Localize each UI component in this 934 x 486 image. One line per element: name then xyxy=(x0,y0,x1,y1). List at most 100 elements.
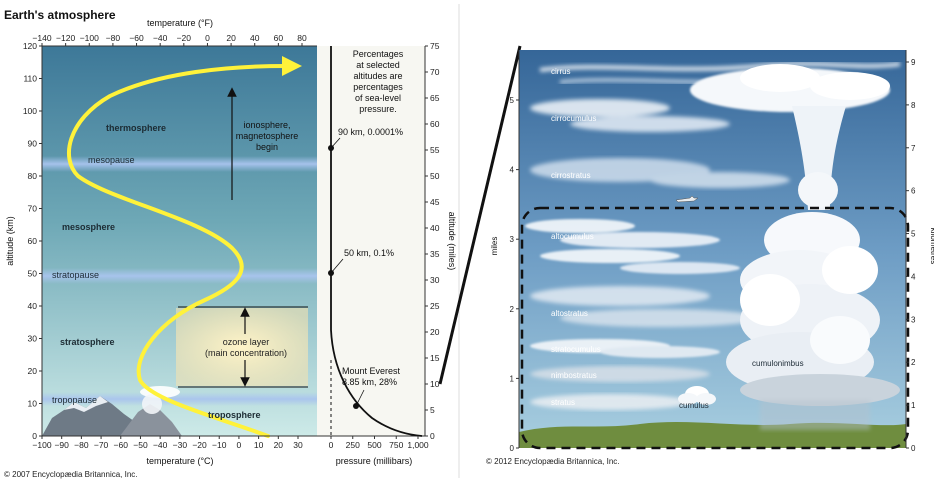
altitude-miles-tick-label: 20 xyxy=(430,327,440,337)
ozone-region xyxy=(176,308,308,386)
ionosphere-label-2: magnetosphere xyxy=(236,131,299,141)
altitude-km-tick-label: 110 xyxy=(23,74,37,84)
altocumulus-cloud xyxy=(525,219,740,274)
altitude-miles-tick-label: 50 xyxy=(430,171,440,181)
cloud-right-axis-title: kilometres xyxy=(929,228,934,264)
altitude-miles-tick-label: 5 xyxy=(430,405,435,415)
altitude-miles-tick-label: 45 xyxy=(430,197,440,207)
cirrostratus-cloud xyxy=(530,158,790,188)
pressure-90-leader xyxy=(330,137,341,149)
altitude-miles-tick-label: 65 xyxy=(430,93,440,103)
pressure-tick-label: 0 xyxy=(329,440,334,450)
altitude-km-tick-label: 0 xyxy=(32,431,37,441)
altitude-km-tick-label: 120 xyxy=(23,41,37,51)
altitude-km-tick-label: 80 xyxy=(28,171,38,181)
pressure-panel xyxy=(317,46,425,436)
temperature-f-tick-label: −60 xyxy=(129,33,144,43)
ionosphere-label-3: begin xyxy=(256,142,278,152)
altitude-miles-tick-label: 40 xyxy=(430,223,440,233)
cloud-left-axis-title: miles xyxy=(490,237,499,256)
top-axis-title: temperature (°F) xyxy=(147,18,213,28)
percent-note-2: at selected xyxy=(356,60,400,70)
atmosphere-diagram: Earth's atmosphere ozone layer (main con… xyxy=(4,8,457,479)
cloud-km-tick-label: 9 xyxy=(911,58,916,67)
cloud-km-tick-label: 3 xyxy=(911,315,916,324)
altitude-km-tick-label: 100 xyxy=(23,106,37,116)
thermosphere-label: thermosphere xyxy=(106,123,166,133)
temperature-f-tick-label: −140 xyxy=(32,33,51,43)
temperature-c-tick-label: 20 xyxy=(274,440,284,450)
airplane-icon xyxy=(675,195,699,203)
temperature-c-tick-label: 30 xyxy=(293,440,303,450)
temperature-c-tick-label: 10 xyxy=(254,440,264,450)
cumulus-cloud xyxy=(678,386,716,405)
temperature-c-tick-label: −90 xyxy=(54,440,69,450)
right-axis-title: altitude (miles) xyxy=(447,212,457,271)
temperature-c-tick-label: −70 xyxy=(94,440,109,450)
altitude-km-tick-label: 10 xyxy=(28,399,38,409)
temperature-f-tick-label: 60 xyxy=(274,33,284,43)
temperature-c-tick-label: 0 xyxy=(237,440,242,450)
temperature-c-tick-label: −60 xyxy=(114,440,129,450)
ozone-label-1: ozone layer xyxy=(223,337,270,347)
cloud-miles-tick-label: 0 xyxy=(510,444,515,453)
temperature-curve-arrowhead xyxy=(282,56,302,76)
bottom-axis-title: temperature (°C) xyxy=(146,456,213,466)
label-altocumulus: altocumulus xyxy=(551,232,594,241)
temperature-f-tick-label: −20 xyxy=(177,33,192,43)
temperature-c-tick-label: −100 xyxy=(32,440,51,450)
stratus-cloud xyxy=(530,394,690,410)
stratopause-label: stratopause xyxy=(52,270,99,280)
label-altostratus: altostratus xyxy=(551,309,588,318)
temperature-curve xyxy=(67,64,288,438)
pressure-label-50km: 50 km, 0.1% xyxy=(344,248,394,258)
temperature-c-tick-label: −50 xyxy=(133,440,148,450)
altitude-miles-tick-label: 30 xyxy=(430,275,440,285)
temperature-f-tick-label: −100 xyxy=(80,33,99,43)
mesosphere-label: mesosphere xyxy=(62,222,115,232)
cloud-miles-tick-label: 1 xyxy=(510,374,515,383)
pressure-50-leader xyxy=(330,258,344,274)
temperature-f-tick-label: −40 xyxy=(153,33,168,43)
temperature-f-tick-label: −80 xyxy=(106,33,121,43)
percent-note-3: altitudes are xyxy=(353,71,402,81)
altitude-miles-tick-label: 0 xyxy=(430,431,435,441)
cloud-km-tick-label: 7 xyxy=(911,144,916,153)
label-stratocumulus: stratocumulus xyxy=(551,345,601,354)
cloud-miles-tick-label: 4 xyxy=(510,166,515,175)
pressure-tick-label: 750 xyxy=(389,440,403,450)
percent-note-6: pressure. xyxy=(359,104,397,114)
temperature-f-tick-label: 0 xyxy=(205,33,210,43)
altitude-miles-tick-label: 10 xyxy=(430,379,440,389)
left-axis-title: altitude (km) xyxy=(5,216,15,266)
temperature-f-tick-label: 20 xyxy=(226,33,236,43)
pressure-axis-title: pressure (millibars) xyxy=(336,456,413,466)
altitude-km-tick-label: 60 xyxy=(28,236,38,246)
label-cumulonimbus: cumulonimbus xyxy=(752,359,804,368)
cloud-km-tick-label: 4 xyxy=(911,272,916,281)
mesopause-label: mesopause xyxy=(88,155,135,165)
tropopause-label: tropopause xyxy=(52,395,97,405)
pressure-curve xyxy=(330,46,423,437)
cloud-km-tick-label: 8 xyxy=(911,101,916,110)
pressure-label-everest-1: Mount Everest xyxy=(342,366,401,376)
left-copyright: © 2007 Encyclopædia Britannica, Inc. xyxy=(4,470,138,479)
pressure-tick-label: 250 xyxy=(346,440,360,450)
altitude-miles-tick-label: 15 xyxy=(430,353,440,363)
pressure-tick-label: 1,000 xyxy=(407,440,429,450)
altitude-miles-tick-label: 75 xyxy=(430,41,440,51)
altostratus-cloud xyxy=(530,286,760,327)
cloud-km-tick-label: 1 xyxy=(911,401,916,410)
mesopause-band xyxy=(42,156,317,172)
cirrocumulus-cloud xyxy=(530,99,730,132)
cloud-miles-tick-label: 3 xyxy=(510,235,515,244)
zoom-connector xyxy=(438,45,522,385)
altitude-miles-tick-label: 25 xyxy=(430,301,440,311)
label-stratus: stratus xyxy=(551,398,575,407)
percent-note-5: of sea-level xyxy=(355,93,401,103)
nimbostratus-cloud xyxy=(530,366,710,382)
